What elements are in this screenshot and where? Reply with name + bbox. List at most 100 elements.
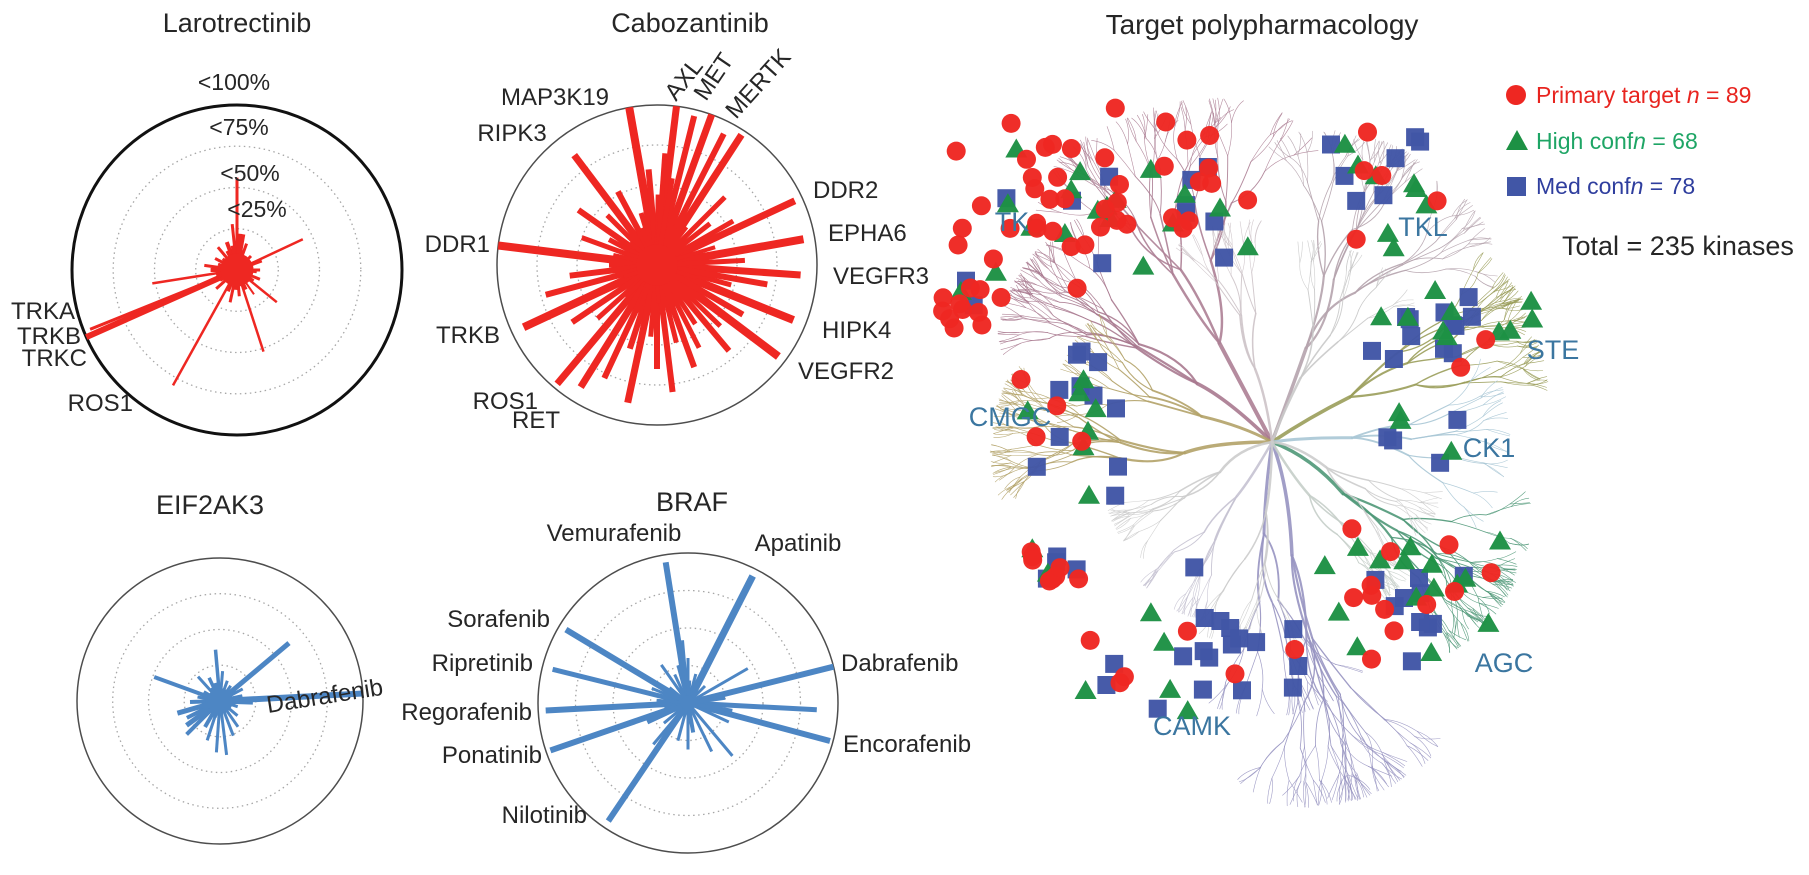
tree-branch <box>1034 251 1055 262</box>
marker-primary-target-circle <box>1362 649 1381 669</box>
tree-branch <box>998 334 1020 342</box>
tree-branch <box>1174 101 1181 127</box>
tree-branch <box>1182 597 1194 615</box>
tree-branch <box>1253 367 1274 444</box>
tree-branch <box>1463 506 1477 528</box>
tree-branch <box>1227 122 1233 157</box>
tree-branch <box>1239 314 1256 370</box>
tree-branch <box>1349 251 1354 273</box>
tree-branch <box>1199 574 1212 599</box>
tree-branch <box>1180 106 1186 132</box>
tree-branch <box>995 467 1015 473</box>
tree-branch <box>1426 215 1453 233</box>
marker-primary-target-circle <box>1075 235 1095 255</box>
tree-branch <box>1042 274 1066 293</box>
marker-primary-target-circle <box>1427 191 1447 211</box>
tree-branch <box>1086 332 1139 348</box>
tree-branch <box>992 466 1012 474</box>
spoke-label-nilotinib: Nilotinib <box>502 802 587 829</box>
marker-primary-target-circle <box>1199 158 1219 178</box>
marker-primary-target-circle <box>983 249 1003 269</box>
tree-branch <box>1014 280 1031 296</box>
tree-branch <box>1448 395 1481 406</box>
tree-branch <box>1002 391 1023 396</box>
tree-branch <box>1002 313 1024 317</box>
tree-branch <box>1290 554 1308 641</box>
tree-branch <box>1151 389 1203 418</box>
tree-branch <box>1443 633 1458 648</box>
tree-branch <box>1030 294 1056 309</box>
tree-branch <box>1110 510 1129 514</box>
tree-branch <box>1284 745 1290 781</box>
tree-branch <box>1009 451 1037 454</box>
tree-branch <box>1464 381 1502 384</box>
marker-primary-target-circle <box>1110 673 1130 693</box>
tree-branch <box>1356 773 1368 798</box>
tree-branch <box>1402 518 1443 549</box>
tree-branch <box>1319 676 1334 702</box>
tree-branch <box>1085 335 1138 349</box>
tree-branch <box>1224 222 1229 246</box>
tree-branch <box>1352 735 1384 753</box>
legend-primary-target-circle-icon <box>1506 85 1526 105</box>
marker-high-conf-triangle <box>1209 197 1231 217</box>
tree-branch <box>1467 607 1484 620</box>
marker-high-conf-triangle <box>1420 553 1443 573</box>
tree-branch <box>1106 126 1115 151</box>
marker-high-conf-triangle <box>1388 402 1411 422</box>
tree-branch <box>1414 736 1441 740</box>
tree-branch <box>1032 295 1054 316</box>
tree-branch <box>1402 161 1420 177</box>
marker-high-conf-triangle <box>1440 301 1463 320</box>
tree-branch <box>1496 558 1515 568</box>
tree-branch <box>1313 260 1316 290</box>
marker-primary-target-circle <box>1023 550 1043 570</box>
ring-label: <50% <box>220 160 279 186</box>
marker-primary-target-circle <box>1050 558 1070 578</box>
marker-med-conf-square <box>1448 410 1467 429</box>
tree-branch <box>1219 681 1226 710</box>
tree-branch <box>1271 745 1285 779</box>
tree-branch <box>1477 597 1483 618</box>
tree-branch <box>1250 136 1274 163</box>
tree-branch <box>1251 312 1257 370</box>
tree-branch <box>1493 285 1514 292</box>
marker-primary-target-circle <box>946 141 966 161</box>
spoke <box>684 574 756 705</box>
tree-branch <box>1359 736 1383 764</box>
grid-ring <box>612 627 764 779</box>
tree-branch <box>1035 252 1052 268</box>
tree-branch <box>1308 494 1338 536</box>
tree-branch <box>1441 232 1465 253</box>
tree-branch <box>1499 300 1519 309</box>
tree-branch <box>1195 381 1274 444</box>
tree-branch <box>1148 395 1203 418</box>
tree-branch <box>1300 683 1314 709</box>
tree-branch <box>1393 302 1415 307</box>
tree-branch <box>1305 781 1318 805</box>
tree-branch <box>1354 774 1361 800</box>
tree-branch <box>1499 299 1519 307</box>
marker-med-conf-square <box>1027 457 1046 476</box>
marker-primary-target-circle <box>1417 595 1437 614</box>
tree-branch <box>1259 741 1284 768</box>
tree-branch <box>1215 106 1231 128</box>
tree-branch <box>1077 336 1100 344</box>
tree-branch <box>1025 307 1050 324</box>
tree-group-label-ck1: CK1 <box>1463 433 1516 463</box>
marker-primary-target-circle <box>968 302 988 322</box>
tree-branch <box>1331 774 1339 801</box>
marker-high-conf-triangle <box>1069 161 1092 181</box>
marker-med-conf-square <box>1289 657 1308 675</box>
tree-branch <box>1225 155 1229 202</box>
tree-branch <box>1335 695 1362 736</box>
tree-branch <box>1218 440 1274 474</box>
tree-branch <box>1349 250 1352 273</box>
tree-branch <box>1522 354 1543 358</box>
tree-branch <box>1157 551 1175 573</box>
spoke-label-mertk: MERTK <box>720 44 796 124</box>
tree-branch <box>993 433 1014 436</box>
tree-branch <box>1270 118 1290 135</box>
tree-branch <box>1368 479 1397 500</box>
